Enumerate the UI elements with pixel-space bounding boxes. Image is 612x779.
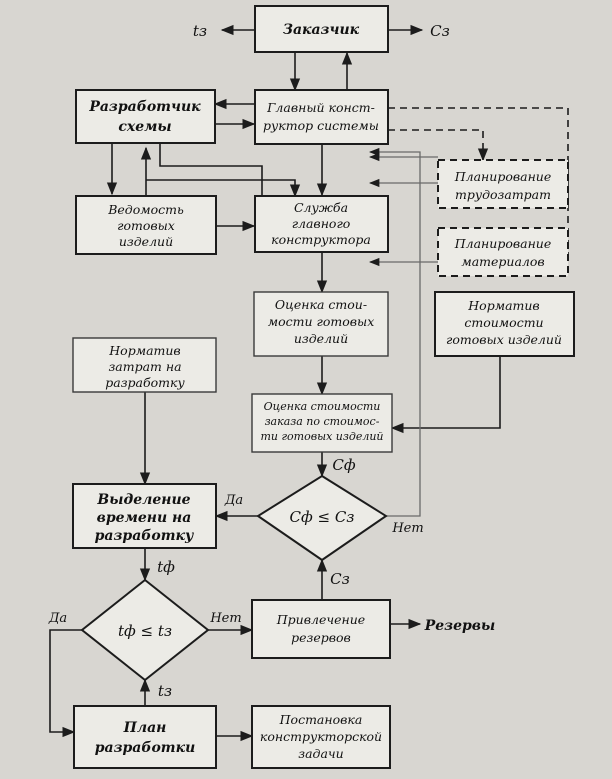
node-estimate-line-2: мости готовых	[268, 314, 375, 329]
node-customer: Заказчик	[254, 5, 389, 53]
node-order-cost-estimate: Оценка стоимости заказа по стоимос- ти г…	[251, 393, 393, 453]
node-task-setting: Постановка конструкторской задачи	[251, 705, 391, 769]
node-cost-decision-label: Сф ≤ Сз	[290, 508, 355, 526]
node-chief-service: Служба главного конструктора	[254, 195, 389, 253]
node-service-line-3: конструктора	[271, 232, 371, 247]
node-time-line-2: времени на	[97, 510, 192, 526]
node-material-planning: Планирование материалов	[437, 227, 569, 277]
node-reserves-line-1: Привлечение	[276, 612, 365, 627]
node-material-line-1: Планирование	[454, 236, 552, 251]
node-task-line-3: задачи	[298, 746, 343, 761]
node-costnorm-line-2: стоимости	[464, 315, 543, 330]
node-cost-decision: Сф ≤ Сз	[256, 474, 388, 562]
node-time-line-1: Выделение	[96, 492, 190, 508]
node-developer: Разработчик схемы	[75, 89, 216, 144]
node-chief: Главный конст- руктор системы	[254, 89, 389, 145]
node-estimate-line-1: Оценка стои-	[275, 297, 367, 312]
node-time-line-3: разработку	[95, 528, 194, 544]
node-task-line-2: конструкторской	[260, 729, 382, 744]
arrow-time-yes	[49, 629, 82, 738]
label-c3: Сз	[330, 570, 350, 588]
label-time-yes: Да	[48, 611, 67, 626]
node-task-line-1: Постановка	[279, 712, 363, 727]
arrow-to-service	[146, 179, 301, 198]
node-labor-line-2: трудозатрат	[455, 187, 551, 202]
label-c3-out: Сз	[430, 22, 450, 40]
node-time-decision: tф ≤ tз	[80, 578, 210, 682]
node-plan-line-1: План	[123, 720, 167, 736]
node-reserves-line-2: резервов	[291, 630, 351, 645]
node-time-decision-label: tф ≤ tз	[118, 622, 172, 640]
node-labor-planning: Планирование трудозатрат	[437, 159, 569, 209]
node-labor-line-1: Планирование	[454, 169, 552, 184]
node-cost-norm: Норматив стоимости готовых изделий	[434, 291, 575, 357]
label-t3-out: tз	[193, 22, 207, 40]
node-devnorm-line-3: разработку	[105, 375, 185, 390]
node-developer-line-1: Разработчик	[88, 99, 201, 115]
node-cost-estimate: Оценка стои- мости готовых изделий	[253, 291, 389, 357]
node-estimate-line-3: изделий	[294, 331, 348, 346]
label-cost-yes: Да	[224, 493, 243, 508]
node-customer-label: Заказчик	[283, 22, 360, 38]
line-developer-service	[159, 143, 263, 196]
label-reserves-out: Резервы	[424, 618, 496, 634]
connectors	[49, 24, 569, 742]
arrow-cost-no	[368, 147, 421, 517]
node-finished-goods-list: Ведомость готовых изделий	[75, 195, 217, 255]
label-t3: tз	[158, 682, 172, 700]
node-material-line-2: материалов	[461, 254, 544, 269]
node-devnorm-line-2: затрат на	[108, 359, 181, 374]
label-cost-no: Нет	[391, 521, 423, 536]
node-chief-line-1: Главный конст-	[266, 100, 375, 115]
label-cf: Сф	[332, 456, 355, 474]
node-developer-line-2: схемы	[118, 119, 171, 135]
node-chief-line-2: руктор системы	[263, 118, 379, 133]
label-tf: tф	[157, 558, 175, 576]
node-order-line-1: Оценка стоимости	[264, 400, 381, 413]
node-costnorm-line-1: Норматив	[467, 298, 539, 313]
node-goods-line-1: Ведомость	[107, 202, 184, 217]
node-dev-cost-norm: Норматив затрат на разработку	[72, 337, 217, 393]
label-time-no: Нет	[209, 611, 241, 626]
node-time-allocation: Выделение времени на разработку	[72, 483, 217, 549]
node-dev-plan: План разработки	[73, 705, 217, 769]
node-goods-line-3: изделий	[119, 234, 173, 249]
node-order-line-3: ти готовых изделий	[260, 430, 383, 443]
node-reserves-attraction: Привлечение резервов	[251, 599, 391, 659]
node-service-line-1: Служба	[294, 200, 348, 215]
dash-chief-labor	[388, 129, 489, 162]
node-service-line-2: главного	[292, 216, 351, 231]
node-plan-line-2: разработки	[95, 740, 196, 756]
node-devnorm-line-1: Норматив	[108, 343, 180, 358]
node-goods-line-2: готовых	[117, 218, 175, 233]
node-order-line-2: заказа по стоимос-	[265, 415, 380, 428]
node-costnorm-line-3: готовых изделий	[446, 332, 562, 347]
arrow-costnorm-order	[390, 356, 501, 434]
